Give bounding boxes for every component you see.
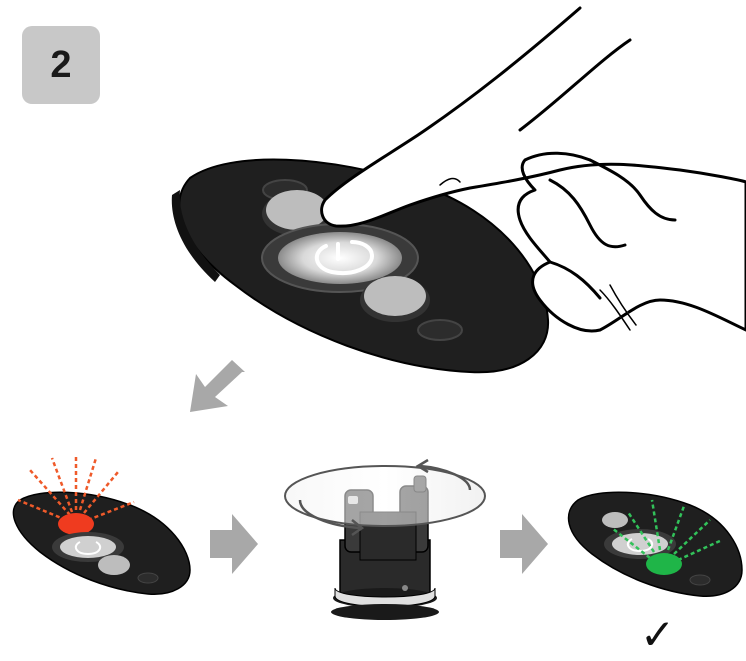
rotating-laser-device (285, 460, 485, 620)
arrow-right-icon (210, 514, 258, 574)
arrow-right-icon-2 (500, 514, 548, 574)
remote-small-red (13, 455, 190, 594)
green-led (646, 553, 682, 575)
remote-button-top[interactable] (266, 190, 328, 230)
remote-port-bottom (418, 320, 462, 340)
checkmark-icon: ✓ (640, 614, 675, 656)
remote-small-green (569, 492, 742, 596)
arrow-down-left-icon (190, 360, 245, 412)
red-led (58, 513, 94, 535)
remote-button-bottom[interactable] (364, 276, 426, 316)
